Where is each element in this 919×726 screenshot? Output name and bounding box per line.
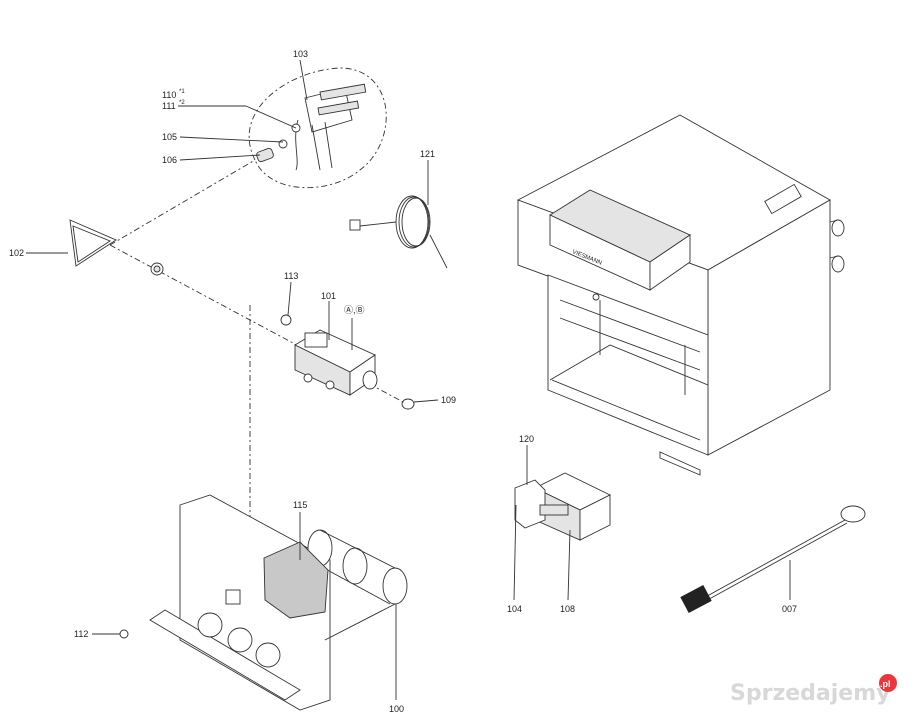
label-109: 109	[441, 395, 456, 405]
part-labels: 103 110 *1 111 *2 105 106 121 102 113 10…	[9, 49, 797, 714]
watermark: Sprzedajemy .pl	[730, 674, 897, 706]
label-108: 108	[560, 604, 575, 614]
control-unit	[514, 472, 612, 541]
label-112: 112	[74, 629, 88, 639]
label-110-sup: *1	[179, 89, 185, 95]
label-106: 106	[162, 155, 177, 165]
watermark-text: Sprzedajemy	[730, 681, 891, 706]
label-110: 110	[162, 90, 176, 100]
label-113: 113	[284, 271, 298, 281]
leader-lines	[26, 59, 791, 700]
label-115: 115	[293, 500, 307, 510]
triangle-tool	[69, 219, 117, 267]
burner-assembly	[119, 494, 408, 711]
boiler-housing: VIESMANN	[516, 114, 845, 476]
label-ab: Ⓐ,Ⓑ	[344, 305, 365, 315]
gas-valve	[280, 314, 415, 410]
label-102: 102	[9, 248, 24, 258]
label-121: 121	[420, 149, 435, 159]
label-111: 111	[162, 101, 176, 111]
label-120: 120	[519, 434, 534, 444]
watermark-badge-icon	[879, 674, 897, 692]
label-103: 103	[293, 49, 308, 59]
label-111-sup: *2	[179, 100, 185, 106]
watermark-badge: .pl	[880, 679, 891, 689]
label-007: 007	[782, 604, 797, 614]
label-101: 101	[321, 291, 336, 301]
label-100: 100	[389, 704, 404, 714]
ignition-assembly	[248, 67, 387, 188]
cleaning-brush	[680, 505, 866, 614]
label-105: 105	[162, 132, 177, 142]
label-104: 104	[507, 604, 522, 614]
thermocouple	[349, 195, 448, 269]
